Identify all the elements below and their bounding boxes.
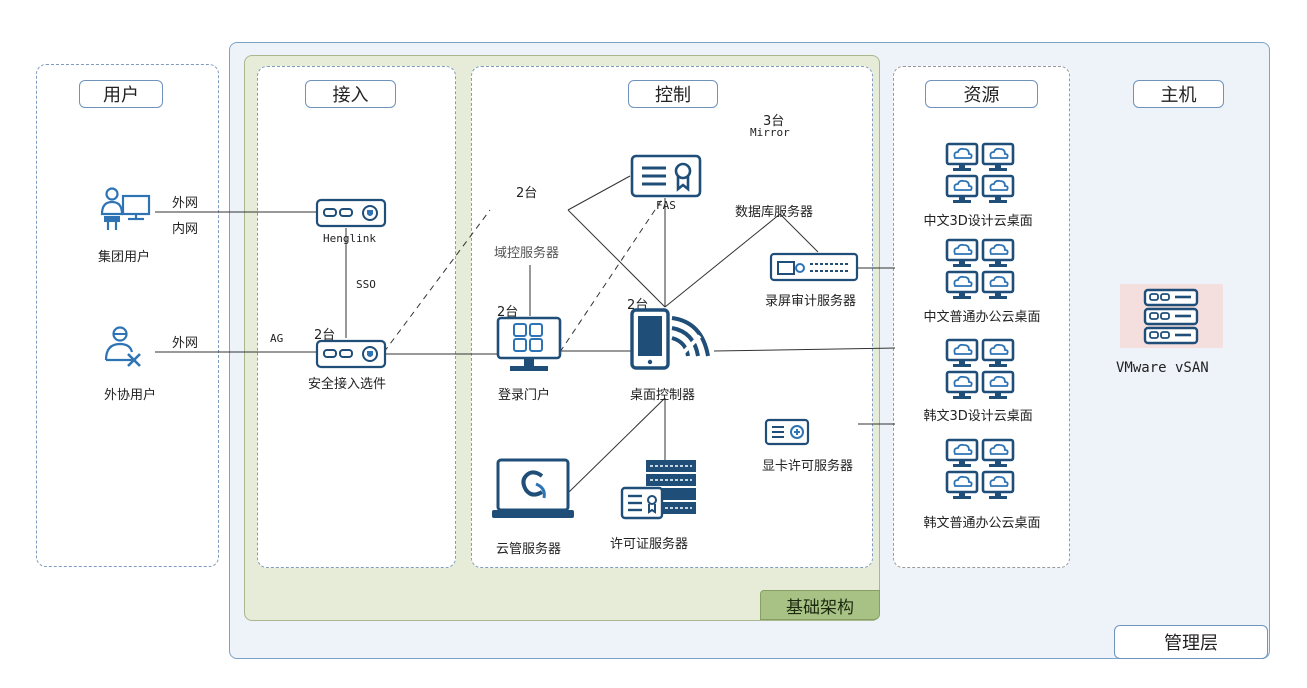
user-region <box>36 64 219 567</box>
fas-label: FAS <box>656 199 676 212</box>
access-header: 接入 <box>305 80 396 108</box>
extnet-label-1: 外网 <box>172 196 199 211</box>
domain-server-label: 域控服务器 <box>494 246 560 261</box>
sso-label: SSO <box>356 278 376 291</box>
desktop-pool-label: 中文普通办公云桌面 <box>923 310 1041 325</box>
edge-dashed-access-fas <box>383 209 491 353</box>
audit-server-label: 录屏审计服务器 <box>765 294 857 309</box>
host-header: 主机 <box>1133 80 1224 108</box>
count-portal-label: 2台 <box>497 305 519 320</box>
db-server-label: 数据库服务器 <box>735 205 814 220</box>
henglink-device-icon <box>315 198 387 228</box>
intranet-label: 内网 <box>172 222 199 237</box>
access-region <box>257 66 456 568</box>
group-user-label: 集团用户 <box>98 250 151 265</box>
group-user-icon <box>100 187 151 230</box>
resource-header: 资源 <box>925 80 1038 108</box>
base-infrastructure-label: 基础架构 <box>760 590 880 620</box>
ag-label: AG <box>270 332 284 345</box>
henglink-label: Henglink <box>323 232 376 245</box>
cloud-mgmt-laptop-icon <box>492 458 574 518</box>
count-fas-label: 2台 <box>516 186 538 201</box>
license-server-label: 许可证服务器 <box>610 537 689 552</box>
gpu-license-server-label: 显卡许可服务器 <box>762 459 854 474</box>
desktop-pool-icon <box>944 237 1020 307</box>
desktop-pool-icon <box>944 437 1020 507</box>
edge-cloudmgmt-controller <box>567 397 666 494</box>
secure-access-device-icon <box>315 339 387 369</box>
vsan-label: VMware vSAN <box>1116 360 1209 376</box>
external-user-label: 外协用户 <box>104 388 157 403</box>
cloud-mgmt-server-label: 云管服务器 <box>496 542 562 557</box>
desktop-pool-icon <box>944 337 1020 407</box>
edge-fas-tri-a <box>567 175 631 211</box>
management-layer-label: 管理层 <box>1114 625 1268 659</box>
count-access-label: 2台 <box>314 328 336 343</box>
extnet-label-2: 外网 <box>172 336 199 351</box>
mirror-label: Mirror <box>750 126 790 139</box>
desktop-pool-icon <box>944 141 1020 211</box>
edge-controller-resources <box>713 347 896 352</box>
fas-certificate-icon <box>630 154 702 198</box>
desktop-pool-label: 中文3D设计云桌面 <box>923 214 1033 229</box>
license-server-stack-icon <box>620 460 696 520</box>
desktop-pool-label: 韩文3D设计云桌面 <box>923 409 1033 424</box>
audit-server-icon <box>769 252 859 282</box>
vsan-server-icon <box>1143 288 1199 345</box>
control-header: 控制 <box>628 80 718 108</box>
desktop-controller-tablet-icon <box>630 308 710 370</box>
desktop-pool-label: 韩文普通办公云桌面 <box>923 516 1041 531</box>
login-portal-label: 登录门户 <box>498 388 551 403</box>
user-header: 用户 <box>79 80 163 108</box>
external-user-icon <box>104 326 141 367</box>
edge-controller-db <box>664 213 781 308</box>
count-mirror-label: 3台 <box>763 114 785 129</box>
secure-access-label: 安全接入选件 <box>308 377 387 392</box>
edge-db-audit <box>779 213 819 253</box>
desktop-controller-label: 桌面控制器 <box>630 388 696 403</box>
resource-region <box>893 66 1070 568</box>
edge-fas-tri-b <box>567 209 666 308</box>
login-portal-monitor-icon <box>496 316 562 371</box>
gpu-license-server-icon <box>764 418 810 446</box>
